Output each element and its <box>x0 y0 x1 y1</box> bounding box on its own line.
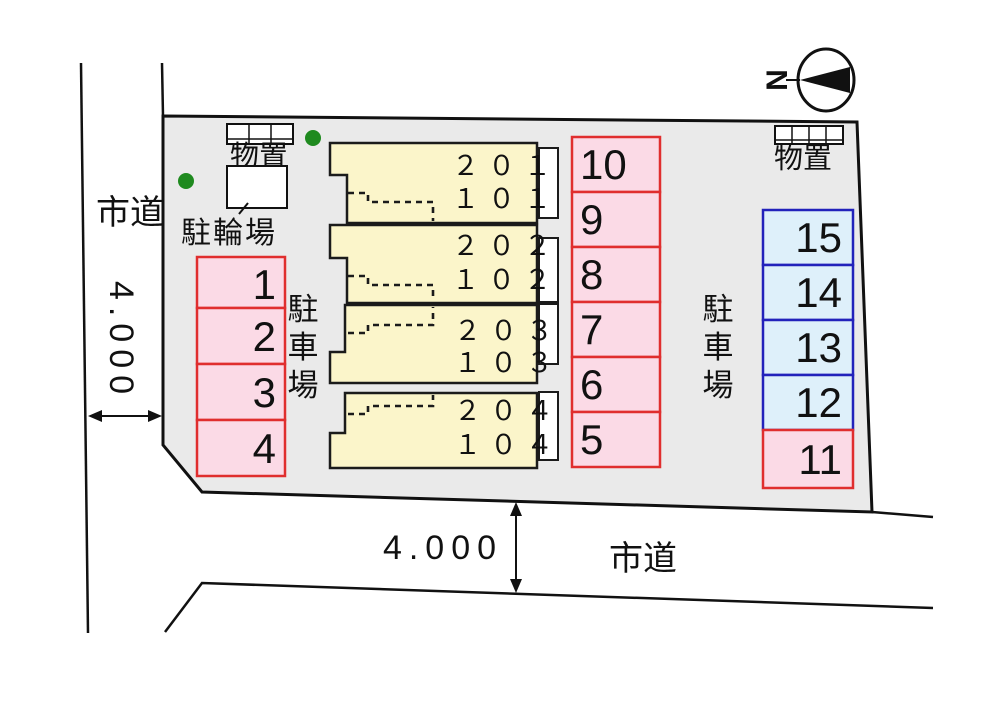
dimension-label-bottom: 4.000 <box>383 529 503 567</box>
tree-icon <box>305 130 321 146</box>
bottom-road-lower-line <box>164 581 934 633</box>
parking-space-4-label: 4 <box>253 425 276 472</box>
storage-top-right-label: 物置 <box>774 142 832 175</box>
parking-space-3 <box>195 362 287 422</box>
parking-space-6 <box>570 355 662 414</box>
arrowhead-up-icon <box>510 502 522 516</box>
building-unit-3 <box>328 303 539 385</box>
parking-right-column: 15 14 13 12 11 <box>761 208 855 490</box>
parking-area-char: 場 <box>288 368 319 403</box>
dimension-arrow-left <box>88 410 162 422</box>
parking-space-15-label: 15 <box>795 214 842 261</box>
unit-4-upper-number: ２０４ <box>454 396 562 426</box>
parking-area-char: 車 <box>288 330 319 365</box>
arrowhead-down-icon <box>510 579 522 593</box>
parking-space-7-label: 7 <box>580 306 603 353</box>
parking-space-6-label: 6 <box>580 361 603 408</box>
parking-space-1-label: 1 <box>253 261 276 308</box>
parking-space-10-label: 10 <box>580 141 627 188</box>
bicycle-parking: 駐輪場 <box>181 165 288 250</box>
parking-space-14 <box>761 263 855 322</box>
building-unit-4 <box>328 391 539 470</box>
parking-area-char: 場 <box>703 368 734 403</box>
unit-2-lower-number: １０２ <box>452 265 560 295</box>
unit-3-entry-path <box>348 307 435 335</box>
parking-area-char: 車 <box>703 330 734 365</box>
dimension-arrow-bottom <box>510 502 522 593</box>
parking-area-char: 駐 <box>703 292 734 327</box>
storage-shed-top-right: 物置 <box>774 125 844 175</box>
unit-2-entry-path <box>348 274 435 301</box>
parking-space-9 <box>570 190 662 249</box>
parking-space-7 <box>570 300 662 359</box>
parking-space-4 <box>195 418 287 478</box>
road-label-bottom: 市道 <box>609 540 677 578</box>
building-unit-1 <box>328 141 539 225</box>
unit-1-upper-number: ２０１ <box>452 151 560 181</box>
tree-icon <box>178 173 194 189</box>
balcony-1 <box>538 147 559 219</box>
parking-space-12-label: 12 <box>795 379 842 426</box>
parking-space-13-label: 13 <box>795 324 842 371</box>
bicycle-parking-leader-line <box>238 202 249 215</box>
parking-space-5-label: 5 <box>580 416 603 463</box>
left-road-outer-line <box>79 62 90 634</box>
parking-left-column: 1 2 3 4 <box>195 255 287 478</box>
unit-3-lower-number: １０３ <box>454 348 562 378</box>
parking-space-3-label: 3 <box>253 369 276 416</box>
parking-area-label-right: 駐 車 場 <box>703 292 734 403</box>
dimension-label-left: 4.000 <box>102 281 140 401</box>
parking-area-char: 駐 <box>288 292 319 327</box>
arrowhead-left-icon <box>88 410 102 422</box>
building-unit-2 <box>328 223 539 305</box>
arrowhead-right-icon <box>148 410 162 422</box>
parking-space-8-label: 8 <box>580 251 603 298</box>
compass-north-label: N <box>761 69 794 91</box>
bottom-road-upper-line-extension <box>871 510 934 519</box>
balcony-3 <box>538 303 559 365</box>
bicycle-parking-rect <box>226 165 288 209</box>
road-label-left: 市道 <box>96 194 164 232</box>
unit-3-upper-number: ２０３ <box>454 316 562 346</box>
parking-space-11 <box>761 428 855 490</box>
left-road-inner-line <box>160 62 165 117</box>
parking-space-8 <box>570 245 662 304</box>
parking-space-11-label: 11 <box>798 436 842 483</box>
parking-middle-column: 10 9 8 7 6 5 <box>570 135 662 469</box>
parking-space-2-label: 2 <box>253 313 276 360</box>
parking-space-14-label: 14 <box>795 269 842 316</box>
parking-space-10 <box>570 135 662 194</box>
parking-space-5 <box>570 410 662 469</box>
parking-area-label-left: 駐 車 場 <box>288 292 319 403</box>
parking-space-9-label: 9 <box>580 196 603 243</box>
parking-space-13 <box>761 318 855 377</box>
building: ２０１ １０１ ２０２ １０２ ２０３ １０３ ２０４ １０４ <box>328 141 562 470</box>
unit-1-lower-number: １０１ <box>452 184 560 214</box>
compass-needle-icon <box>800 67 850 93</box>
balcony-2 <box>538 237 559 303</box>
unit-4-entry-path <box>348 395 435 416</box>
balcony-4 <box>538 391 559 461</box>
compass: N <box>761 47 856 113</box>
unit-2-upper-number: ２０２ <box>452 231 560 261</box>
parking-space-2 <box>195 306 287 366</box>
bicycle-parking-label: 駐輪場 <box>181 217 277 250</box>
unit-1-entry-path <box>348 191 435 221</box>
unit-4-lower-number: １０４ <box>454 430 562 460</box>
